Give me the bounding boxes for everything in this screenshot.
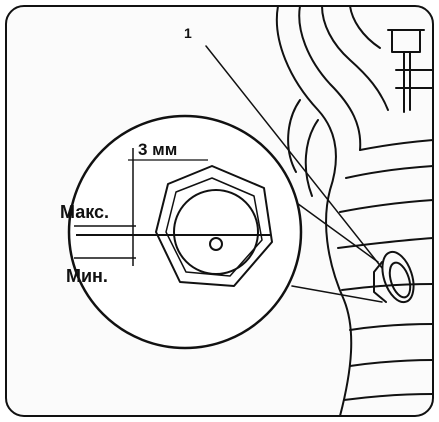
magnifier-link-bottom: [291, 285, 383, 303]
magnifier-circle: [67, 114, 303, 350]
min-label: Мин.: [66, 266, 108, 286]
max-label: Макс.: [60, 202, 109, 222]
callout-leader: [205, 45, 383, 269]
callout-number: 1: [184, 25, 192, 41]
housing-outline: [275, 6, 433, 416]
gap-label: 3 мм: [138, 140, 177, 159]
hex-plug: [155, 165, 273, 287]
filler-plug-small: [373, 250, 415, 304]
magnifier-link-top: [289, 197, 379, 263]
